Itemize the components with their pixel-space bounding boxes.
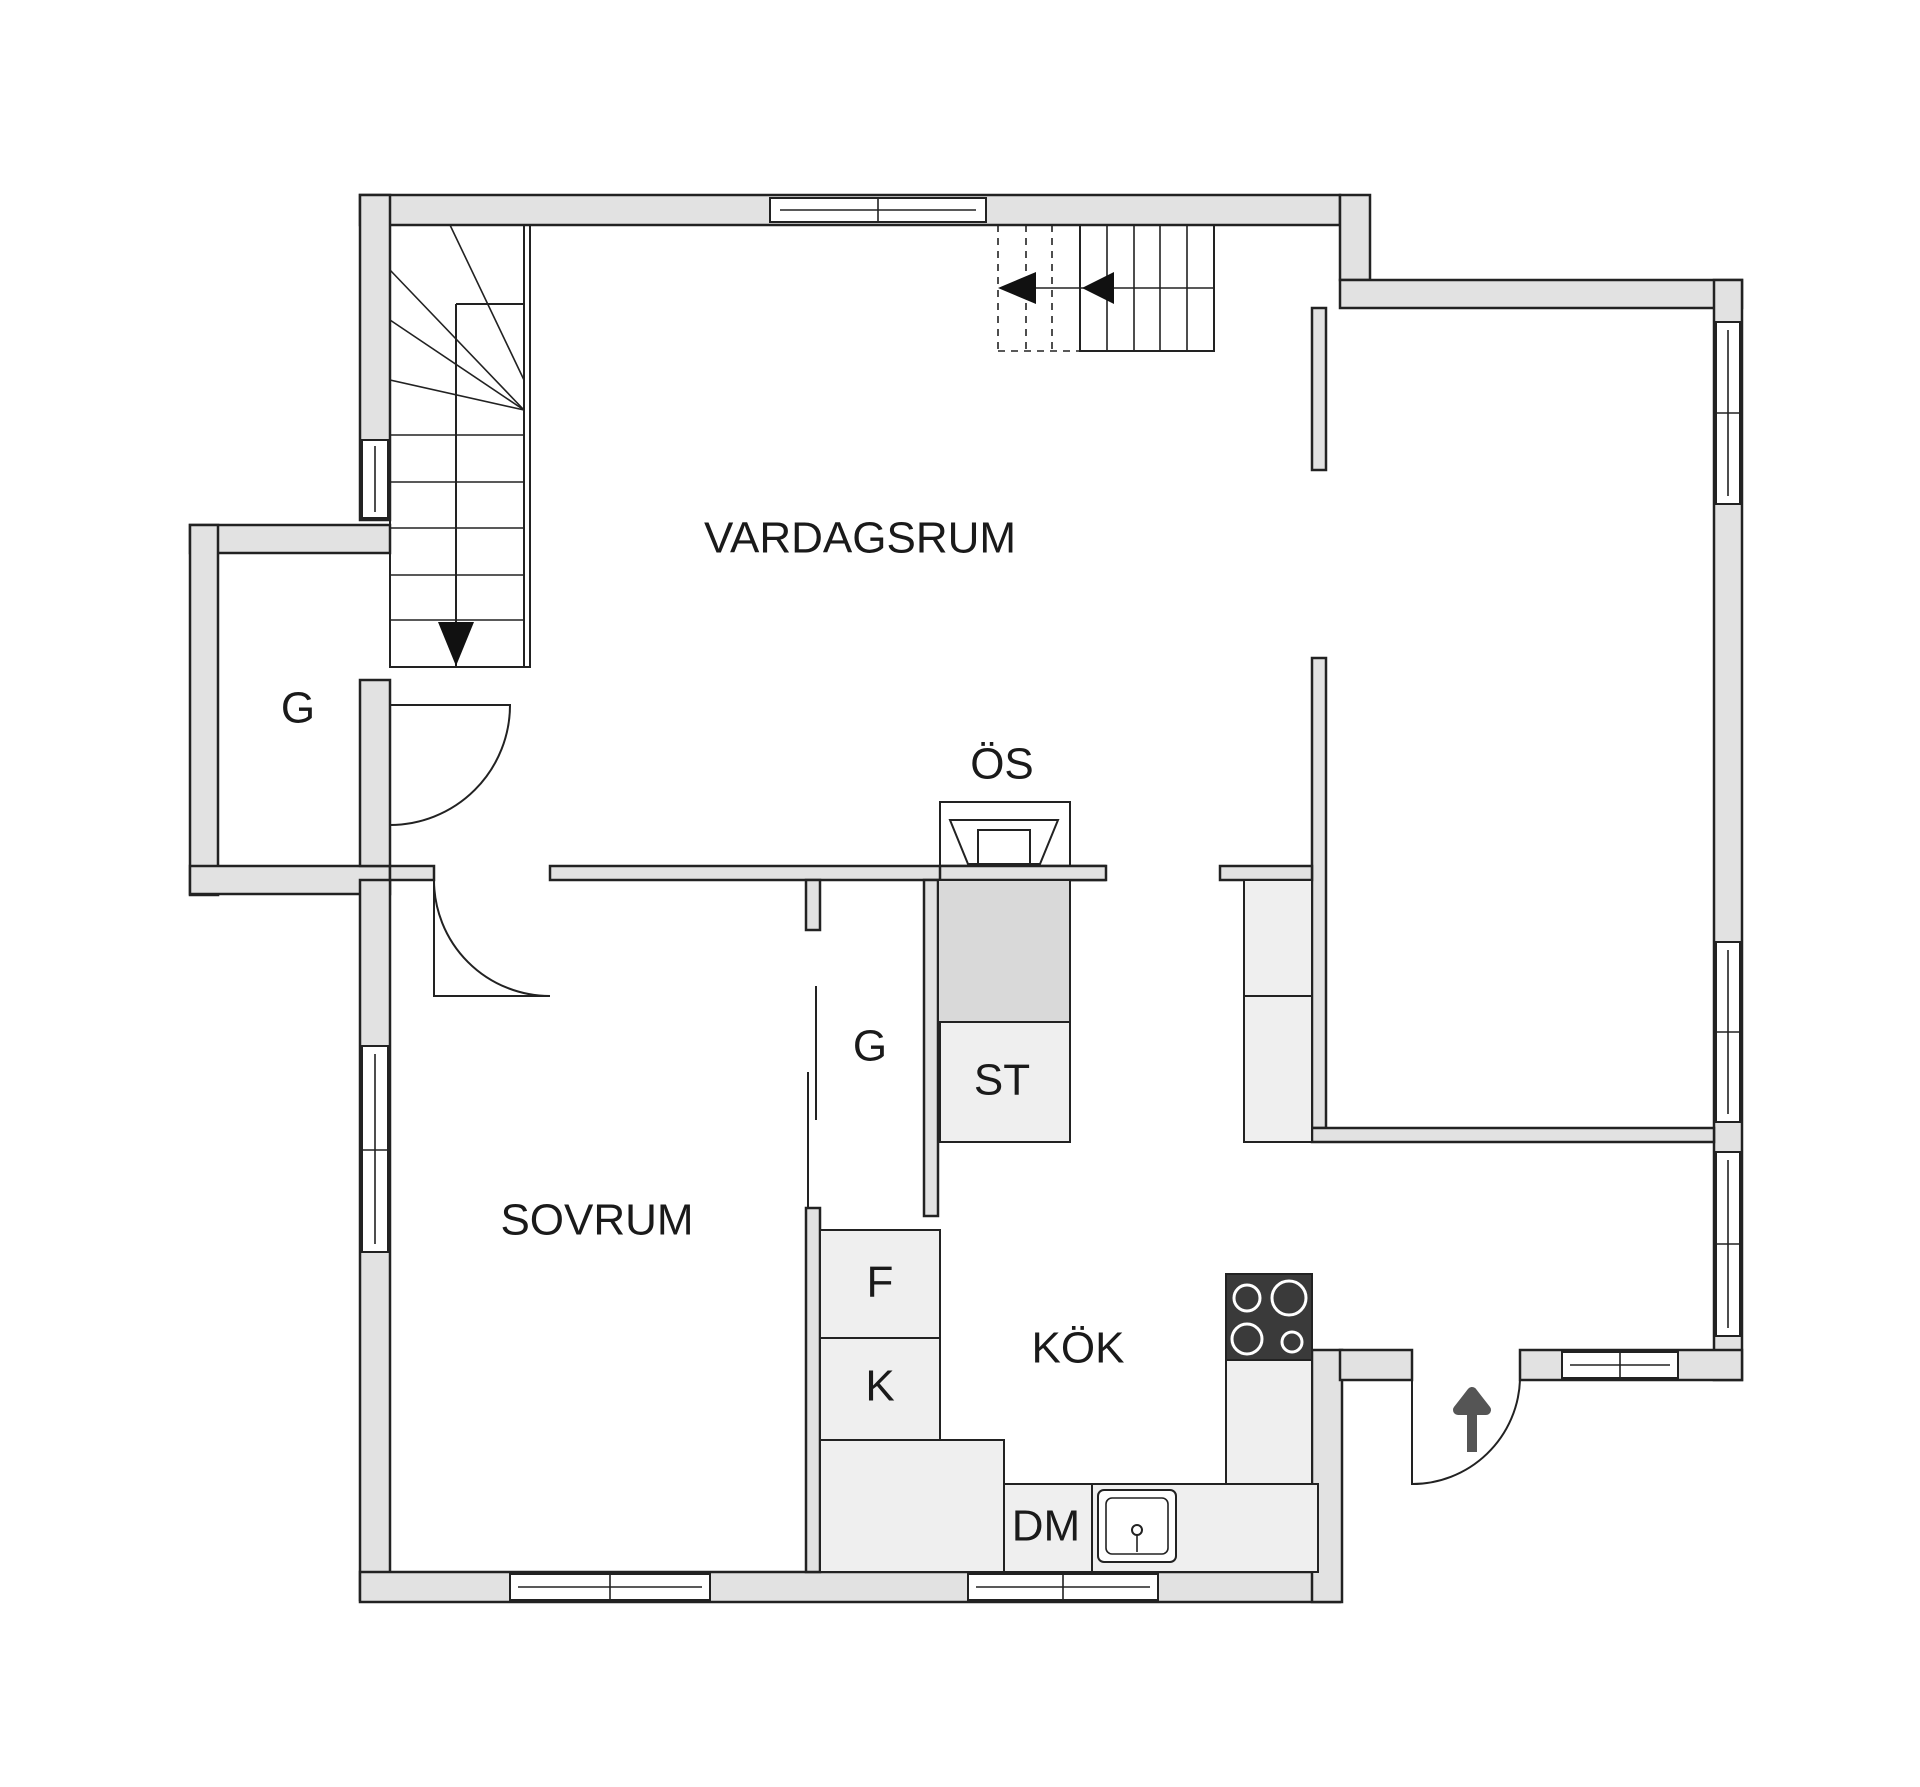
room-label-closet-left: G — [281, 684, 315, 733]
fixture-label-k: K — [865, 1362, 894, 1411]
labels: VARDAGSRUM SOVRUM KÖK G G ÖS ST F K DM — [281, 514, 1125, 1551]
staircase-left — [389, 224, 531, 668]
room-label-kok: KÖK — [1032, 1324, 1125, 1373]
fixture-label-os: ÖS — [970, 740, 1034, 789]
stair-arrow-dashed-icon — [998, 272, 1036, 304]
doors — [389, 704, 1521, 1486]
fixture-label-st: ST — [974, 1056, 1030, 1105]
windows — [361, 197, 1741, 1601]
fireplace — [937, 801, 1108, 1023]
fixture-label-dm: DM — [1012, 1502, 1080, 1551]
stair-arrow-left-icon — [1082, 272, 1114, 304]
fixture-label-f: F — [867, 1258, 894, 1307]
entrance-arrow-icon — [1453, 1387, 1491, 1452]
room-label-sovrum: SOVRUM — [500, 1196, 693, 1245]
room-label-closet-mid: G — [853, 1022, 887, 1071]
units — [819, 879, 1319, 1573]
stair-down-arrow-icon — [438, 622, 474, 666]
room-label-vardagsrum: VARDAGSRUM — [704, 514, 1016, 563]
staircase-top — [997, 224, 1215, 352]
wardrobe — [807, 986, 817, 1208]
